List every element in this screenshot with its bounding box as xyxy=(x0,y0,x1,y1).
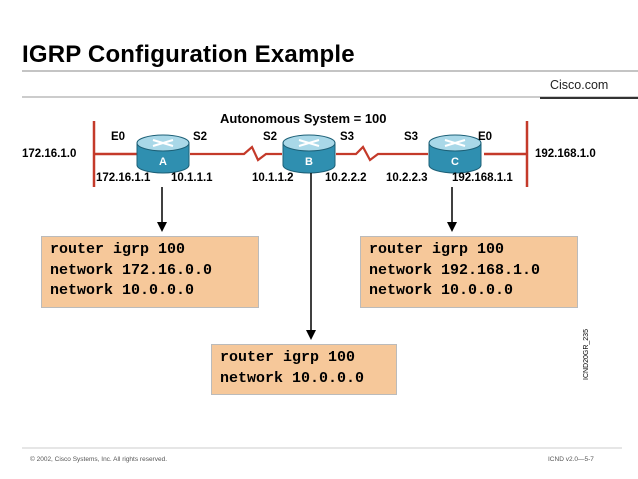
config-line: network 172.16.0.0 xyxy=(50,261,213,279)
router-a-icon xyxy=(136,134,190,174)
footer-copyright: © 2002, Cisco Systems, Inc. All rights r… xyxy=(30,456,168,463)
arrow-b-to-config xyxy=(306,173,316,340)
router-c-right-interface: E0 xyxy=(478,131,493,143)
config-line: router igrp 100 xyxy=(220,349,356,366)
figure-id-watermark: ICND20GR_235 xyxy=(583,329,590,380)
config-line: network 10.0.0.0 xyxy=(220,369,365,387)
router-a-left-ip: 172.16.1.1 xyxy=(96,172,151,184)
autonomous-system-label: Autonomous System = 100 xyxy=(220,111,387,126)
router-c-left-ip: 10.2.2.3 xyxy=(386,172,428,184)
arrow-c-to-config xyxy=(447,187,457,232)
router-c-name: C xyxy=(451,156,459,168)
footer-page-number: ICND v2.0—5-7 xyxy=(548,456,594,463)
arrow-a-to-config xyxy=(157,187,167,232)
router-a-right-interface: S2 xyxy=(193,131,208,143)
serial-link-a-b xyxy=(190,145,282,162)
left-network-label: 172.16.1.0 xyxy=(22,148,77,160)
router-b-left-ip: 10.1.1.2 xyxy=(252,172,294,184)
config-line: network 10.0.0.0 xyxy=(50,282,195,299)
config-line: network 10.0.0.0 xyxy=(369,282,514,299)
router-c-icon xyxy=(428,134,482,174)
right-network-label: 192.168.1.0 xyxy=(535,148,596,160)
serial-link-b-c xyxy=(336,145,428,162)
router-b-name: B xyxy=(305,156,313,168)
cisco-logo-text: Cisco.com xyxy=(550,78,609,92)
header-accent xyxy=(540,97,638,99)
router-b-right-interface: S3 xyxy=(340,131,355,143)
router-b-left-interface: S2 xyxy=(263,131,278,143)
slide-title: IGRP Configuration Example xyxy=(22,41,355,68)
config-line: router igrp 100 xyxy=(50,241,186,258)
router-c-right-ip: 192.168.1.1 xyxy=(452,172,513,184)
config-line: router igrp 100 xyxy=(369,241,505,258)
router-b-config-box: router igrp 100 network 10.0.0.0 xyxy=(211,344,397,395)
router-b-right-ip: 10.2.2.2 xyxy=(325,172,367,184)
router-c-left-interface: S3 xyxy=(404,131,419,143)
router-a-name: A xyxy=(159,156,167,168)
router-a-config-box: router igrp 100 network 172.16.0.0 netwo… xyxy=(41,236,259,308)
config-line: network 192.168.1.0 xyxy=(369,261,541,279)
router-a-left-interface: E0 xyxy=(111,131,126,143)
router-a-right-ip: 10.1.1.1 xyxy=(171,172,213,184)
router-b-icon xyxy=(282,134,336,174)
router-c-config-box: router igrp 100 network 192.168.1.0 netw… xyxy=(360,236,578,308)
